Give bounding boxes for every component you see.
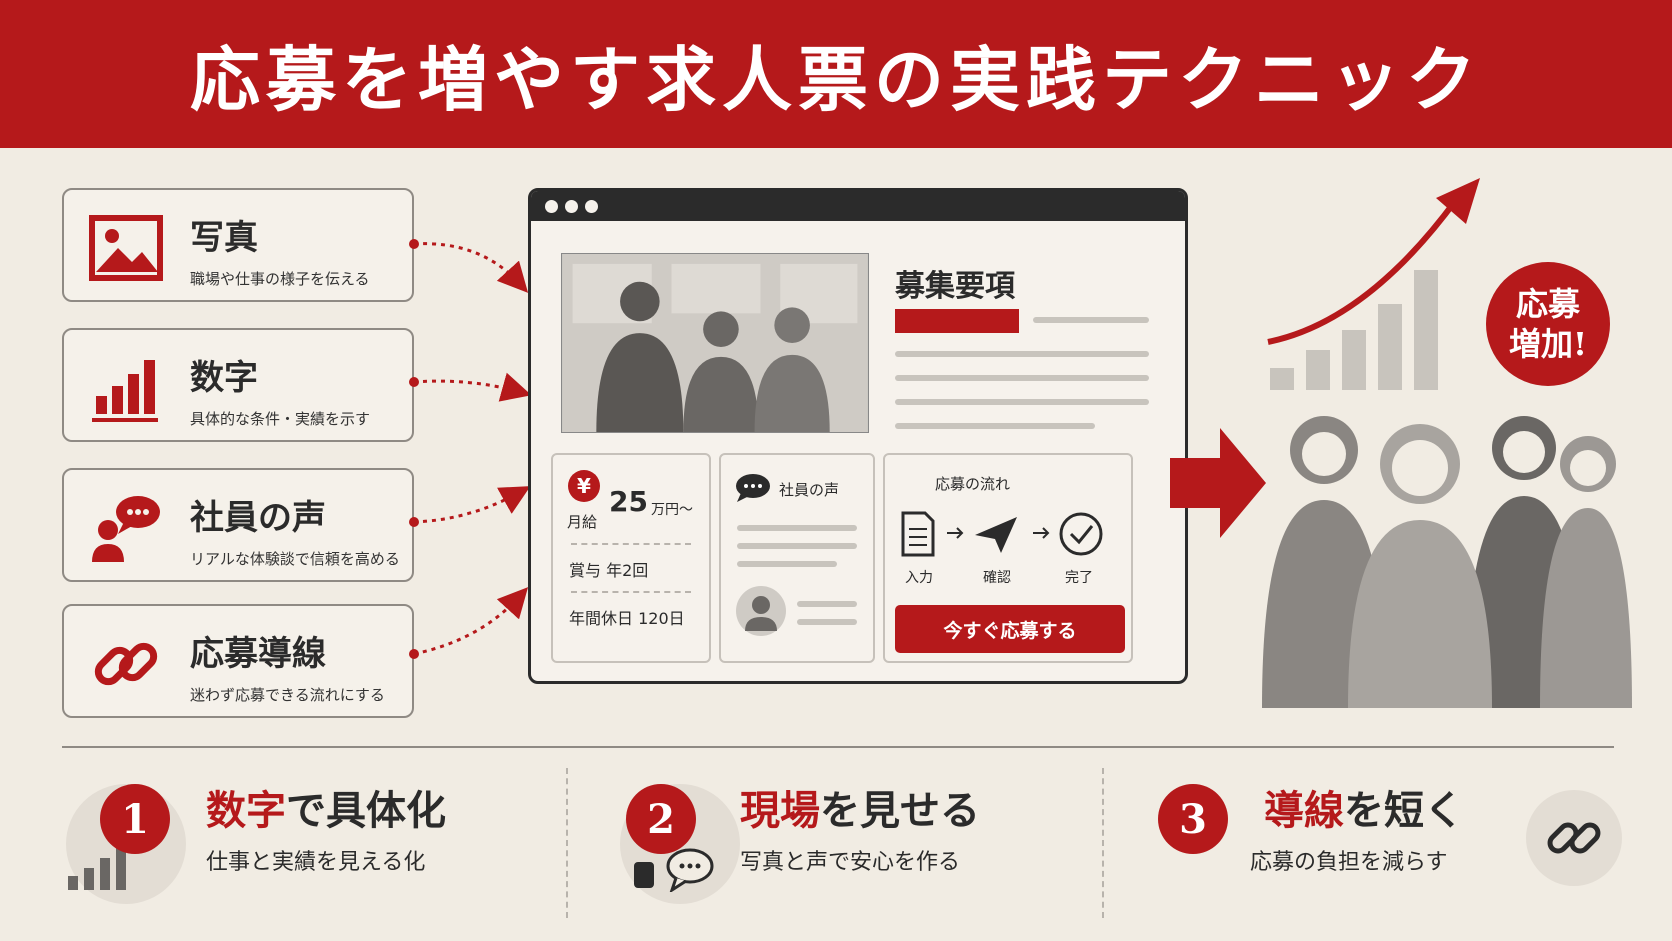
text-line [895,423,1095,429]
check-circle-icon [1059,512,1103,556]
text-line [737,561,837,567]
flow-steps-graphic [901,511,1103,557]
divider [571,591,691,593]
window-dot [565,200,578,213]
growth-chart-graphic [1267,178,1480,390]
staff-photo [561,253,869,433]
column-divider [566,768,568,918]
feature-desc: リアルな体験談で信頼を高める [190,550,400,568]
application-increase-badge: 応募 増加! [1486,262,1610,386]
window-dot [585,200,598,213]
big-right-arrow [1170,428,1266,538]
feature-desc: 迷わず応募できる流れにする [190,686,385,704]
text-line [797,601,857,607]
point-title: 数字で具体化 [206,778,446,836]
text-line [737,525,857,531]
feature-desc: 具体的な条件・実績を示す [190,410,371,428]
text-line [895,399,1149,405]
feature-card-flow: 応募導線 迷わず応募できる流れにする [62,604,414,718]
feature-title: 数字 [190,358,258,398]
section-divider [62,746,1614,748]
flow-title: 応募の流れ [935,475,1011,493]
chat-bubble-icon [736,474,770,502]
point-desc: 仕事と実績を見える化 [206,850,426,875]
point-number: 1 [100,784,170,854]
point-number: 2 [626,784,696,854]
applicants-illustration [1262,416,1632,708]
point-title: 導線を短く [1264,778,1464,836]
flow-step-input: 入力 [905,570,933,586]
title-banner: 応募を増やす求人票の実践テクニック [0,0,1672,148]
speech-people-icon [92,496,160,562]
conditions-panel: ¥ 月給 25 万円〜 賞与 年2回 年間休日 120日 [551,453,711,663]
point-title-accent: 導線 [1264,787,1344,834]
svg-text:¥: ¥ [577,474,591,498]
point-title-rest: で具体化 [286,787,446,834]
highlight-bar [895,309,1019,333]
text-line [737,543,857,549]
point-desc: 写真と声で安心を作る [740,850,961,875]
feature-title: 応募導線 [190,634,326,674]
flow-step-done: 完了 [1065,570,1093,586]
feature-title: 社員の声 [190,498,326,538]
paper-plane-icon [975,517,1017,553]
salary-value: 25 [609,485,648,518]
window-title-bar [531,191,1185,221]
text-line [895,351,1149,357]
chat-bubble-icon [634,848,714,892]
feature-card-voice: 社員の声 リアルな体験談で信頼を高める [62,468,414,582]
image-icon [89,215,163,281]
salary-label: 月給 [567,513,598,531]
feature-desc: 職場や仕事の様子を伝える [190,270,370,288]
voice-label: 社員の声 [779,481,840,499]
holidays-text: 年間休日 120日 [569,609,685,628]
divider [571,543,691,545]
window-dot [545,200,558,213]
apply-flow-panel: 応募の流れ 入力 確認 完了 今すぐ応募する [883,453,1133,663]
bonus-text: 賞与 年2回 [569,561,649,580]
link-icon [94,642,158,686]
job-posting-window: 募集要項 ¥ 月給 25 万円〜 賞与 年2回 年間休日 120日 社員の声 [528,188,1188,684]
text-line [797,619,857,625]
voice-panel: 社員の声 [719,453,875,663]
avatar [736,586,786,636]
text-line [1033,317,1149,323]
link-icon [1547,822,1601,854]
column-divider [1102,768,1104,918]
document-icon [901,511,935,557]
feature-title: 写真 [190,218,258,258]
badge-line: 応募 [1515,285,1580,323]
text-line [895,375,1149,381]
yen-icon: ¥ [568,470,600,502]
point-title-accent: 現場 [740,787,820,834]
bar-chart-icon [68,848,126,890]
apply-now-button[interactable]: 今すぐ応募する [895,605,1125,653]
badge-line: 増加! [1508,325,1588,363]
requirements-heading: 募集要項 [895,269,1015,304]
flow-step-confirm: 確認 [983,570,1011,586]
bar-chart-icon [92,360,158,422]
point-title-rest: を短く [1344,787,1464,834]
feature-card-photo: 写真 職場や仕事の様子を伝える [62,188,414,302]
point-title-rest: を見せる [820,787,980,834]
point-desc: 応募の負担を減らす [1250,850,1448,875]
point-number: 3 [1158,784,1228,854]
point-title-accent: 数字 [206,787,286,834]
page-title: 応募を増やす求人票の実践テクニック [190,37,1482,121]
point-title: 現場を見せる [740,778,980,836]
salary-unit: 万円〜 [651,502,693,518]
